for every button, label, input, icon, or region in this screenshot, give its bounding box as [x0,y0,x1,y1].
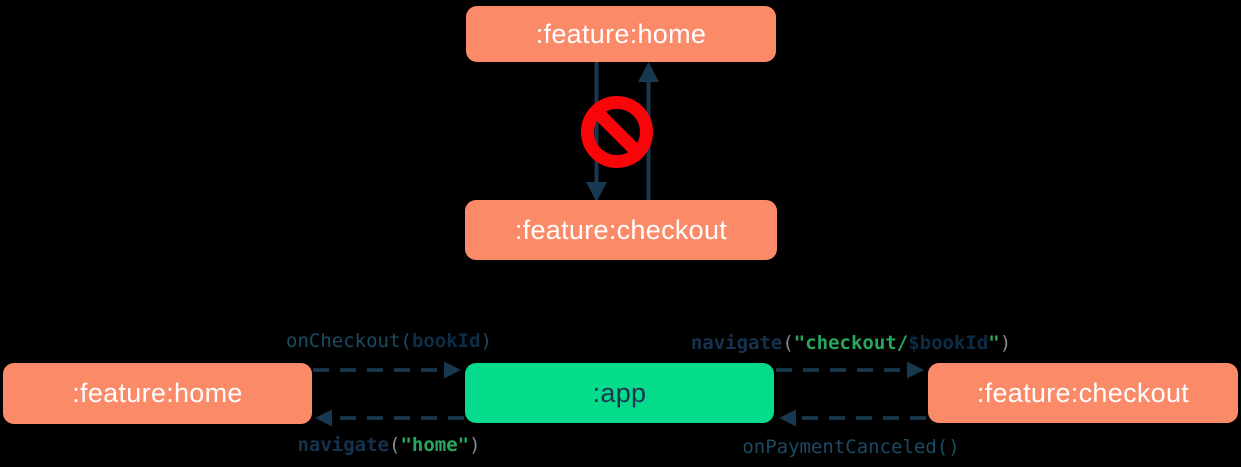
edge-navigate-home-arrow [315,409,464,427]
code-token: ( [782,332,794,354]
code-label-oncheckout: onCheckout(bookId) [286,330,492,353]
code-token: bookId [411,330,481,352]
module-box-label: :feature:checkout [514,214,728,245]
module-box-feature-checkout: :feature:checkout [928,363,1238,423]
code-label-onpaymentcanceled: onPaymentCanceled() [742,436,959,459]
dependency-arrow-home-to-checkout [586,62,607,202]
module-box-label: :feature:home [535,18,707,49]
code-token: ) [480,330,492,352]
module-box-feature-home: :feature:home [3,363,312,424]
code-label-navigate-checkout: navigate("checkout/$bookId") [691,332,1011,355]
edge-onpaymentcanceled-arrow [779,409,926,427]
code-token: onCheckout( [286,330,412,352]
code-token: ) [999,332,1012,354]
module-box-app: :app [465,363,774,423]
module-box-label: :feature:checkout [976,377,1190,408]
code-token: navigate [690,332,783,354]
module-box-feature-home-top: :feature:home [466,6,776,62]
code-token: "home" [400,434,470,456]
code-token: ) [469,434,481,456]
code-token: " [988,332,1000,354]
edge-oncheckout-arrow [313,361,461,379]
module-box-label: :feature:home [72,378,243,408]
module-box-label: :app [592,377,647,408]
no-entry-icon [581,96,653,168]
code-token: ( [388,434,401,456]
code-token: navigate [297,434,389,456]
edge-navigate-checkout-arrow [776,361,924,379]
code-token: onPaymentCanceled() [742,436,960,458]
dependency-arrow-checkout-to-home [638,62,659,200]
code-token: $bookId [908,332,989,354]
module-box-feature-checkout-top: :feature:checkout [465,200,777,260]
code-label-navigate-home: navigate("home") [297,434,480,457]
code-token: "checkout/ [793,332,909,354]
